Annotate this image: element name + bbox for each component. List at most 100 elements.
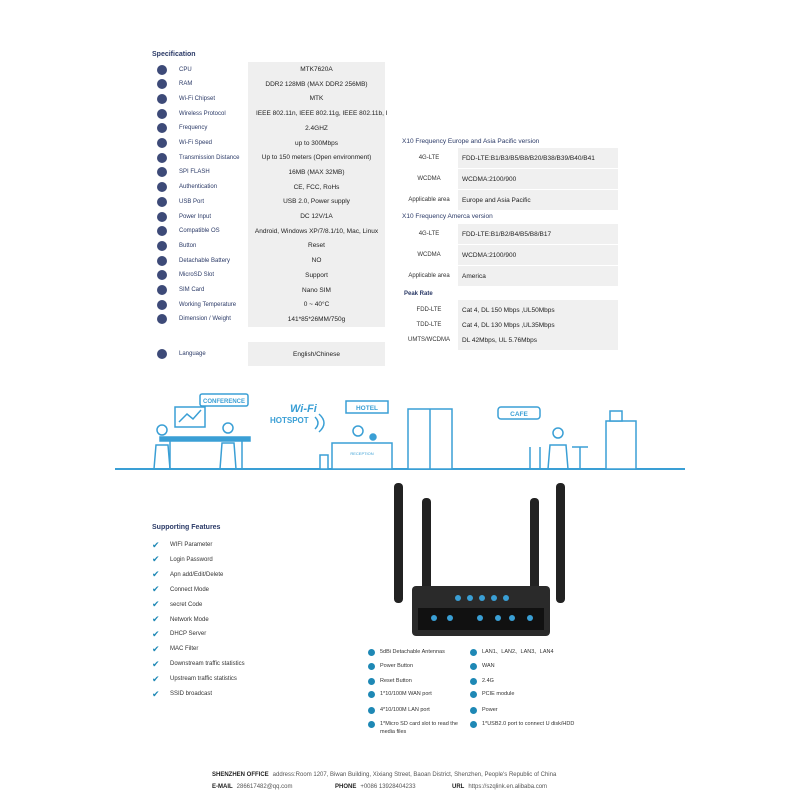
sim-icon bbox=[157, 285, 167, 295]
spec-label: Compatible OS bbox=[179, 228, 220, 235]
port-number-icon bbox=[470, 663, 477, 670]
spec-label: Power Input bbox=[179, 213, 212, 220]
spec-value: MTK bbox=[248, 91, 385, 107]
spec-value: 0 ~ 40°C bbox=[248, 297, 385, 313]
lte-row: 4G-LTE FDD-LTE:B1/B2/B4/B5/B8/B17 bbox=[400, 224, 618, 244]
lte-row-key: WCDMA bbox=[417, 176, 441, 182]
lte-row-key: WCDMA bbox=[417, 252, 441, 258]
phone-line: PHONE+0086 13928404233 bbox=[335, 784, 416, 790]
temperature-icon bbox=[157, 299, 167, 310]
feature-label: SSID broadcast bbox=[170, 691, 213, 697]
power-icon bbox=[157, 211, 167, 222]
os-icon bbox=[157, 226, 167, 237]
spec-value: 141*85*26MM/750g bbox=[248, 311, 385, 327]
spec-label: MicroSD Slot bbox=[179, 272, 215, 279]
feature-item: ✔MAC Filter bbox=[152, 642, 198, 656]
feature-item: ✔WIFI Parameter bbox=[152, 538, 212, 552]
spec-value: NO bbox=[248, 253, 385, 269]
spec-value: MTK7620A bbox=[248, 62, 385, 77]
port-label: Power bbox=[482, 707, 498, 713]
feature-item: ✔Connect Mode bbox=[152, 583, 209, 597]
port-label: Power Button bbox=[380, 663, 414, 669]
port-number-icon bbox=[368, 663, 375, 670]
protocol-icon bbox=[157, 108, 167, 119]
port-item: 1*USB2.0 port to connect U disk/HDD bbox=[470, 720, 590, 728]
antenna bbox=[556, 483, 565, 603]
spec-label: Wireless Protocol bbox=[179, 110, 226, 117]
lte-row-value: FDD-LTE:B1/B2/B4/B5/B8/B17 bbox=[458, 224, 618, 244]
spec-row: Wi-Fi Chipset MTK bbox=[150, 91, 385, 107]
feature-item: ✔Downstream traffic statistics bbox=[152, 657, 245, 671]
spec-label: Working Temperature bbox=[179, 301, 237, 308]
feature-label: Upstream traffic statistics bbox=[170, 676, 237, 683]
email-value[interactable]: 286617482@qq.com bbox=[236, 784, 293, 790]
port-number-icon bbox=[368, 649, 375, 656]
check-icon: ✔ bbox=[152, 599, 160, 610]
wifi-icon bbox=[157, 93, 167, 104]
ram-icon bbox=[157, 79, 167, 90]
office-address: address:Room 1207, Biwan Building, Xixia… bbox=[272, 772, 557, 778]
port-number-icon bbox=[368, 707, 375, 714]
spec-value: Reset bbox=[248, 238, 385, 254]
port-number-icon bbox=[470, 707, 477, 714]
flash-icon bbox=[157, 167, 167, 178]
port-number-icon bbox=[470, 649, 477, 656]
feature-item: ✔Network Mode bbox=[152, 613, 209, 627]
lte-row-value: Europe and Asia Pacific bbox=[458, 190, 618, 210]
feature-label: Login Password bbox=[170, 556, 213, 563]
cafe-label: CAFE bbox=[510, 411, 528, 418]
port-markers bbox=[431, 595, 533, 621]
feature-item: ✔ SSID broadcast bbox=[152, 687, 212, 701]
url-value[interactable]: https://szqlink.en.alibaba.com bbox=[468, 784, 548, 790]
spec-label: Wi-Fi Speed bbox=[179, 140, 213, 146]
feature-item: ✔Apn add/Edit/Delete bbox=[152, 568, 223, 582]
check-icon: ✔ bbox=[152, 688, 160, 699]
spec-row: Detachable Battery NO bbox=[150, 253, 385, 269]
spec-value: 2.4GHZ bbox=[248, 120, 385, 136]
features-title: Supporting Features bbox=[152, 524, 221, 531]
spec-label: Wi-Fi Chipset bbox=[179, 95, 216, 102]
button-icon bbox=[157, 240, 167, 251]
phone-value: +0086 13928404233 bbox=[360, 784, 416, 790]
wifi-label: Wi-Fi bbox=[290, 403, 318, 415]
spec-value: CE, FCC, RoHs bbox=[248, 179, 385, 195]
port-item: 4*10/100M LAN port bbox=[368, 706, 464, 714]
spec-label: Detachable Battery bbox=[179, 257, 231, 264]
feature-item: ✔Login Password bbox=[152, 553, 213, 567]
url-label: URL bbox=[452, 784, 465, 790]
lte-row-value: WCDMA:2100/900 bbox=[458, 245, 618, 265]
spec-label: SIM Card bbox=[179, 287, 205, 293]
phone-label: PHONE bbox=[335, 784, 357, 790]
port-label: 1*Micro SD card slot to read the media f… bbox=[380, 721, 458, 735]
feature-label: secret Code bbox=[170, 601, 203, 608]
feature-label: Apn add/Edit/Delete bbox=[170, 571, 224, 578]
check-icon: ✔ bbox=[152, 643, 160, 654]
check-icon: ✔ bbox=[152, 673, 160, 684]
spec-value: Support bbox=[248, 267, 385, 283]
reception-label: RECEPTION bbox=[350, 451, 373, 456]
lte-row-key: 4G-LTE bbox=[418, 231, 440, 237]
spec-value: English/Chinese bbox=[248, 342, 385, 366]
auth-icon bbox=[157, 182, 167, 193]
email-label: E-MAIL bbox=[212, 784, 233, 790]
port-number-icon bbox=[470, 691, 477, 698]
port-item: Reset Button bbox=[368, 677, 464, 685]
antenna bbox=[530, 498, 539, 603]
port-label: 1*USB2.0 port to connect U disk/HDD bbox=[482, 721, 575, 727]
check-icon: ✔ bbox=[152, 539, 160, 550]
antenna bbox=[394, 483, 403, 603]
conference-scene bbox=[153, 393, 251, 470]
feature-item: ✔ secret Code bbox=[152, 598, 202, 612]
sd-icon bbox=[157, 270, 167, 281]
